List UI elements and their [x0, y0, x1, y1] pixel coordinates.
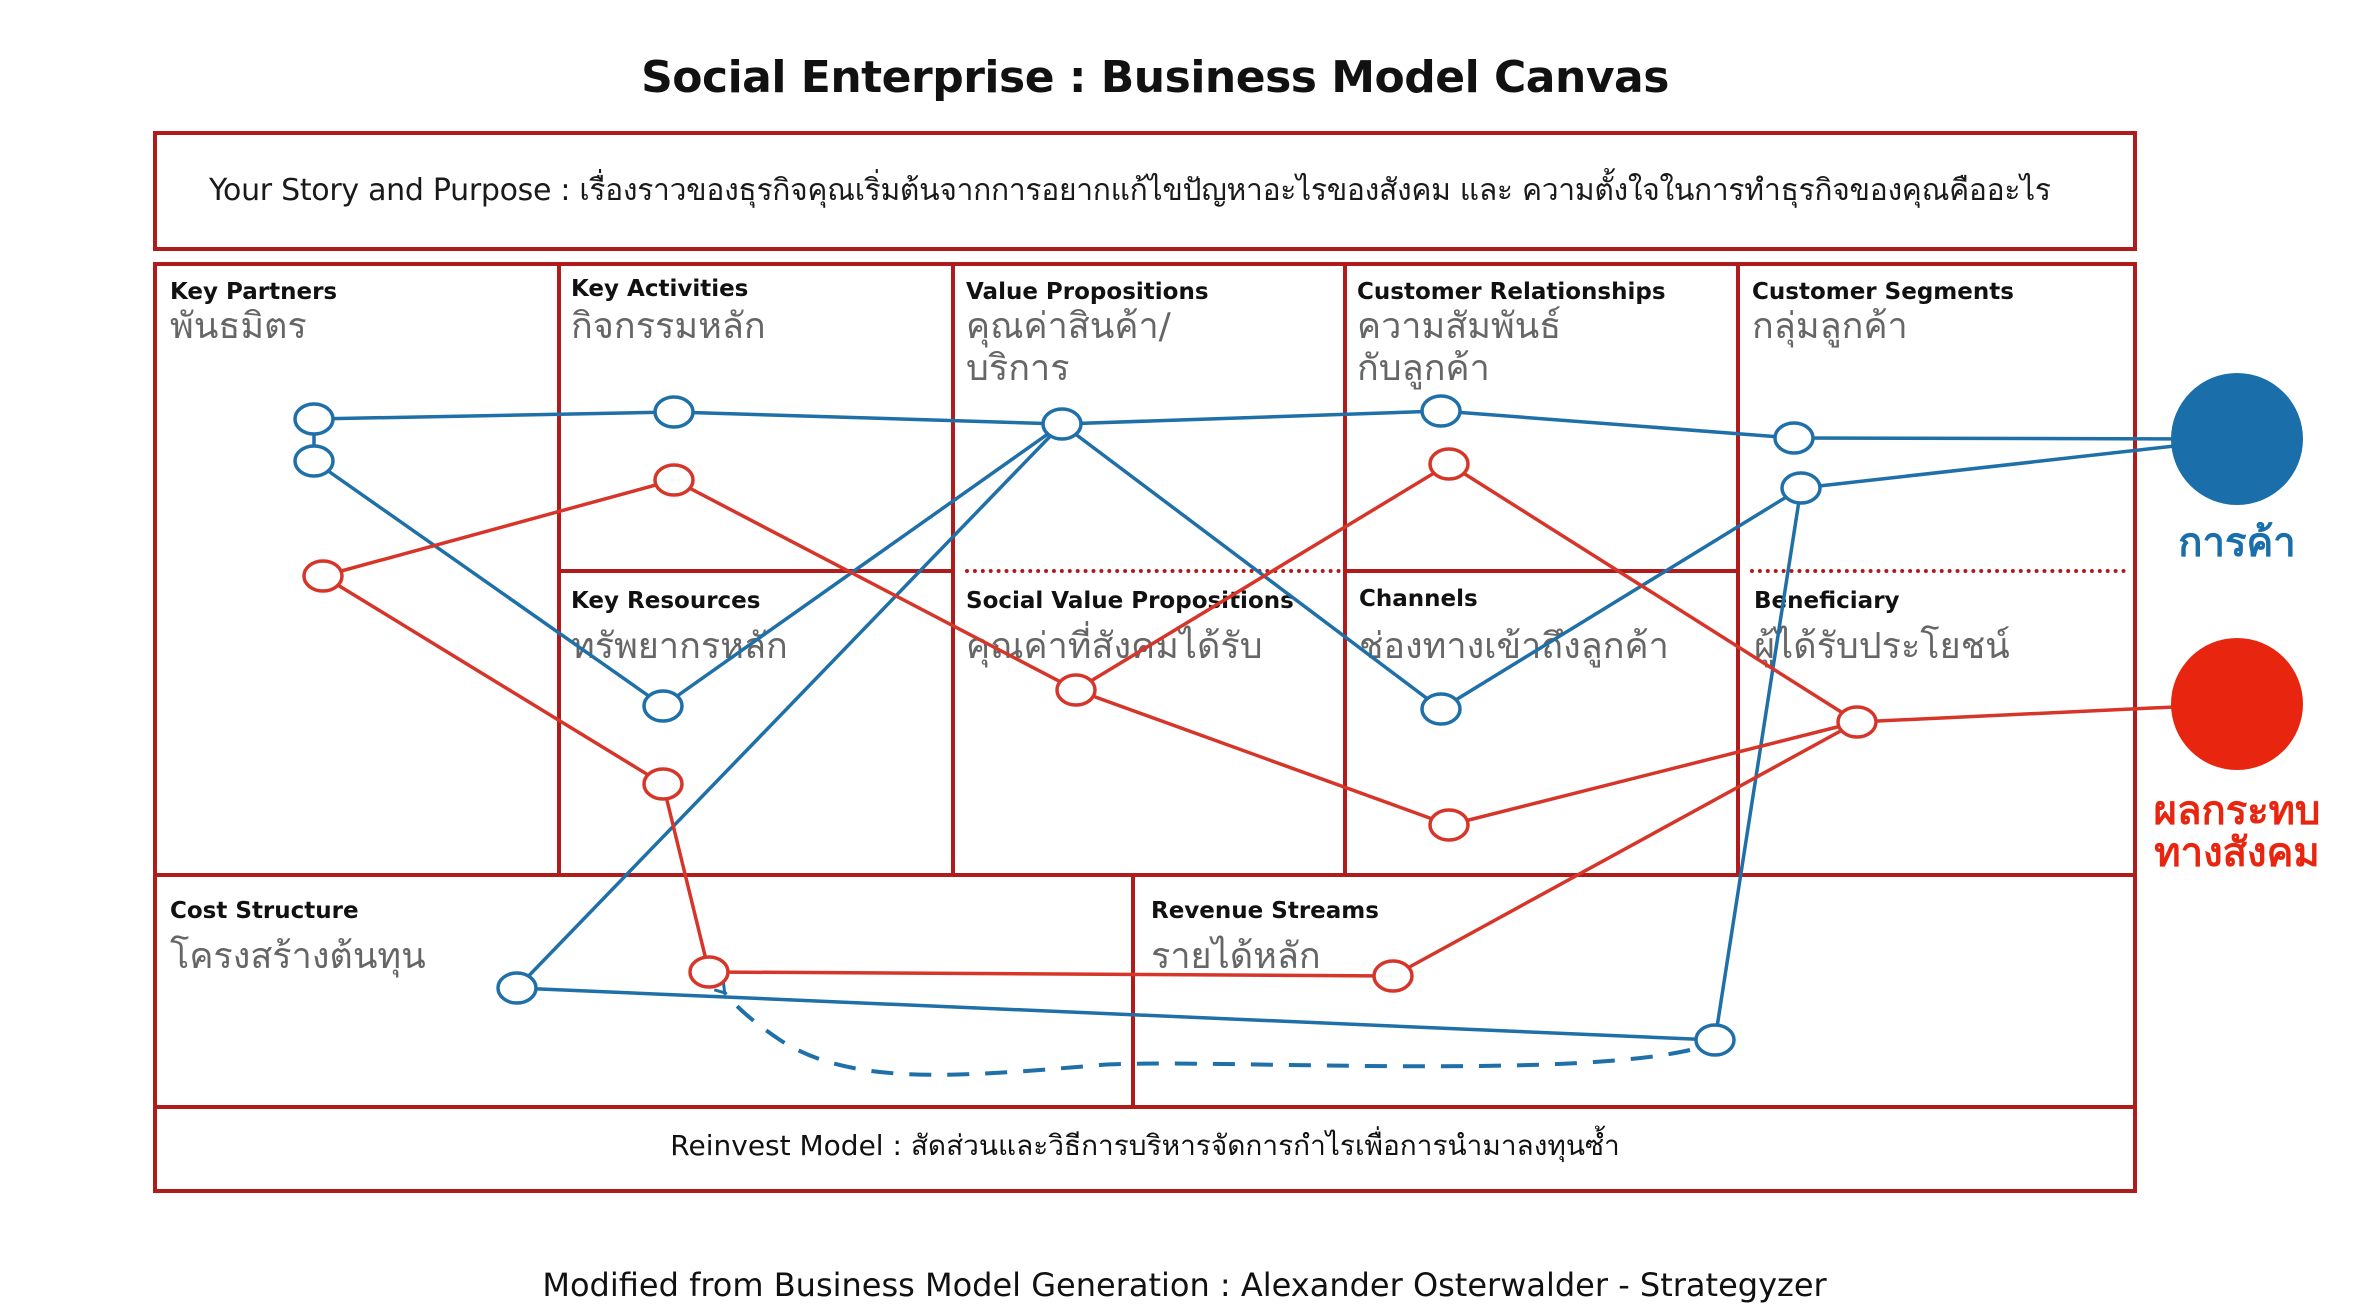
key-activities-subtitle: กิจกรรมหลัก	[571, 306, 766, 347]
social-node-r9	[1372, 959, 1414, 993]
commercial-edge-b1-b3	[313, 410, 675, 421]
social-node-r4	[1055, 673, 1097, 707]
divider-lower-reinvest	[157, 1105, 2133, 1109]
value-propositions-subtitle-line1: คุณค่าสินค้า/	[966, 306, 1171, 347]
social-edge-r8-r9	[708, 970, 1394, 978]
commercial-legend-circle	[2171, 373, 2303, 505]
social-node-r1	[302, 559, 344, 593]
commercial-node-b9	[1420, 692, 1462, 726]
commercial-node-b3	[653, 395, 695, 429]
key-partners-subtitle: พันธมิตร	[170, 306, 307, 347]
commercial-node-b10	[496, 971, 538, 1005]
customer-relationships-subtitle-line1: ความสัมพันธ์	[1357, 306, 1562, 347]
social-node-r5	[642, 767, 684, 801]
commercial-legend-label: การค้า	[2178, 520, 2296, 566]
revenue-streams-title: Revenue Streams	[1151, 898, 1379, 924]
channels-title: Channels	[1359, 586, 1478, 612]
social-node-r6	[1836, 705, 1878, 739]
value-propositions-subtitle-line2: บริการ	[966, 348, 1070, 389]
social-node-r8	[688, 955, 730, 989]
divider-relationships-channels	[1343, 569, 1740, 573]
divider-main-lower	[157, 873, 2133, 877]
reinvest-model-text: Reinvest Model : สัดส่วนและวิธีการบริหาร…	[670, 1129, 1620, 1162]
dotted-divider-value-social	[965, 569, 1341, 573]
key-resources-subtitle: ทรัพยากรหลัก	[571, 626, 788, 667]
commercial-node-b7	[1780, 471, 1822, 505]
commercial-node-b8	[642, 689, 684, 723]
commercial-edge-b7-BB	[1800, 437, 2238, 490]
commercial-edge-b9-b7	[1440, 486, 1802, 711]
social-edge-r7-r6	[1448, 720, 1858, 827]
social-edge-r1-r2	[322, 478, 675, 578]
cost-structure-title: Cost Structure	[170, 898, 359, 924]
commercial-edge-b4-b5	[1061, 409, 1442, 426]
commercial-edge-b3-b4	[673, 410, 1063, 426]
commercial-edge-b2-b8	[312, 459, 665, 708]
social-edge-r2-r4	[673, 478, 1077, 692]
attribution-footer: Modified from Business Model Generation …	[542, 1266, 1827, 1304]
commercial-node-b5	[1420, 394, 1462, 428]
social-edge-r1-r5	[322, 574, 664, 786]
customer-relationships-title: Customer Relationships	[1357, 279, 1666, 305]
channels-subtitle: ช่องทางเข้าถึงลูกค้า	[1359, 626, 1669, 667]
commercial-edge-b6-BB	[1793, 436, 2238, 441]
customer-segments-title: Customer Segments	[1752, 279, 2014, 305]
story-and-purpose-box: Your Story and Purpose : เรื่องราวของธุร…	[153, 131, 2137, 251]
dotted-divider-segments-beneficiary	[1750, 569, 2126, 573]
social-edge-r4-r3	[1075, 462, 1450, 692]
social-node-r3	[1428, 447, 1470, 481]
social-node-r2	[653, 463, 695, 497]
divider-cost-revenue	[1131, 873, 1135, 1105]
social-edge-r4-r7	[1075, 688, 1450, 827]
social-node-r7	[1428, 808, 1470, 842]
key-activities-title: Key Activities	[571, 276, 749, 302]
story-and-purpose-text: Your Story and Purpose : เรื่องราวของธุร…	[209, 173, 2051, 208]
commercial-node-b6	[1773, 421, 1815, 455]
divider-activities-resources	[557, 569, 955, 573]
commercial-edge-b8-b4	[661, 422, 1064, 708]
commercial-edge-b4-b9	[1060, 422, 1443, 711]
value-propositions-title: Value Propositions	[966, 279, 1209, 305]
social-edge-r3-r6	[1448, 462, 1858, 724]
beneficiary-subtitle: ผู้ได้รับประโยชน์	[1754, 626, 2010, 667]
commercial-node-b1	[293, 402, 335, 436]
social-edge-r9-r6	[1392, 720, 1858, 978]
commercial-edge-b5-b6	[1440, 409, 1795, 440]
beneficiary-title: Beneficiary	[1754, 588, 1900, 614]
commercial-node-b2	[293, 444, 335, 478]
revenue-streams-subtitle: รายได้หลัก	[1151, 936, 1321, 977]
commercial-edge-b11-b7	[1713, 487, 1803, 1041]
commercial-edge-b4-b10	[515, 422, 1064, 990]
social-impact-legend-circle	[2171, 638, 2303, 770]
key-resources-title: Key Resources	[571, 588, 761, 614]
customer-relationships-subtitle-line2: กับลูกค้า	[1357, 348, 1490, 389]
cost-structure-subtitle: โครงสร้างต้นทุน	[170, 936, 426, 977]
social-impact-legend-label-line1: ผลกระทบ	[2153, 788, 2321, 834]
commercial-node-b11	[1694, 1023, 1736, 1057]
social-impact-legend-label-line2: ทางสังคม	[2154, 830, 2320, 876]
key-partners-title: Key Partners	[170, 279, 338, 305]
customer-segments-subtitle: กลุ่มลูกค้า	[1752, 306, 1908, 347]
page-title: Social Enterprise : Business Model Canva…	[641, 52, 1669, 103]
reinvest-dashed-arrow	[724, 992, 1691, 1077]
commercial-edge-b10-b11	[516, 986, 1716, 1042]
commercial-node-b4	[1041, 407, 1083, 441]
social-edge-r5-r8	[661, 783, 711, 973]
business-model-canvas-grid: Key Partners พันธมิตร Key Activities กิจ…	[153, 262, 2137, 1193]
